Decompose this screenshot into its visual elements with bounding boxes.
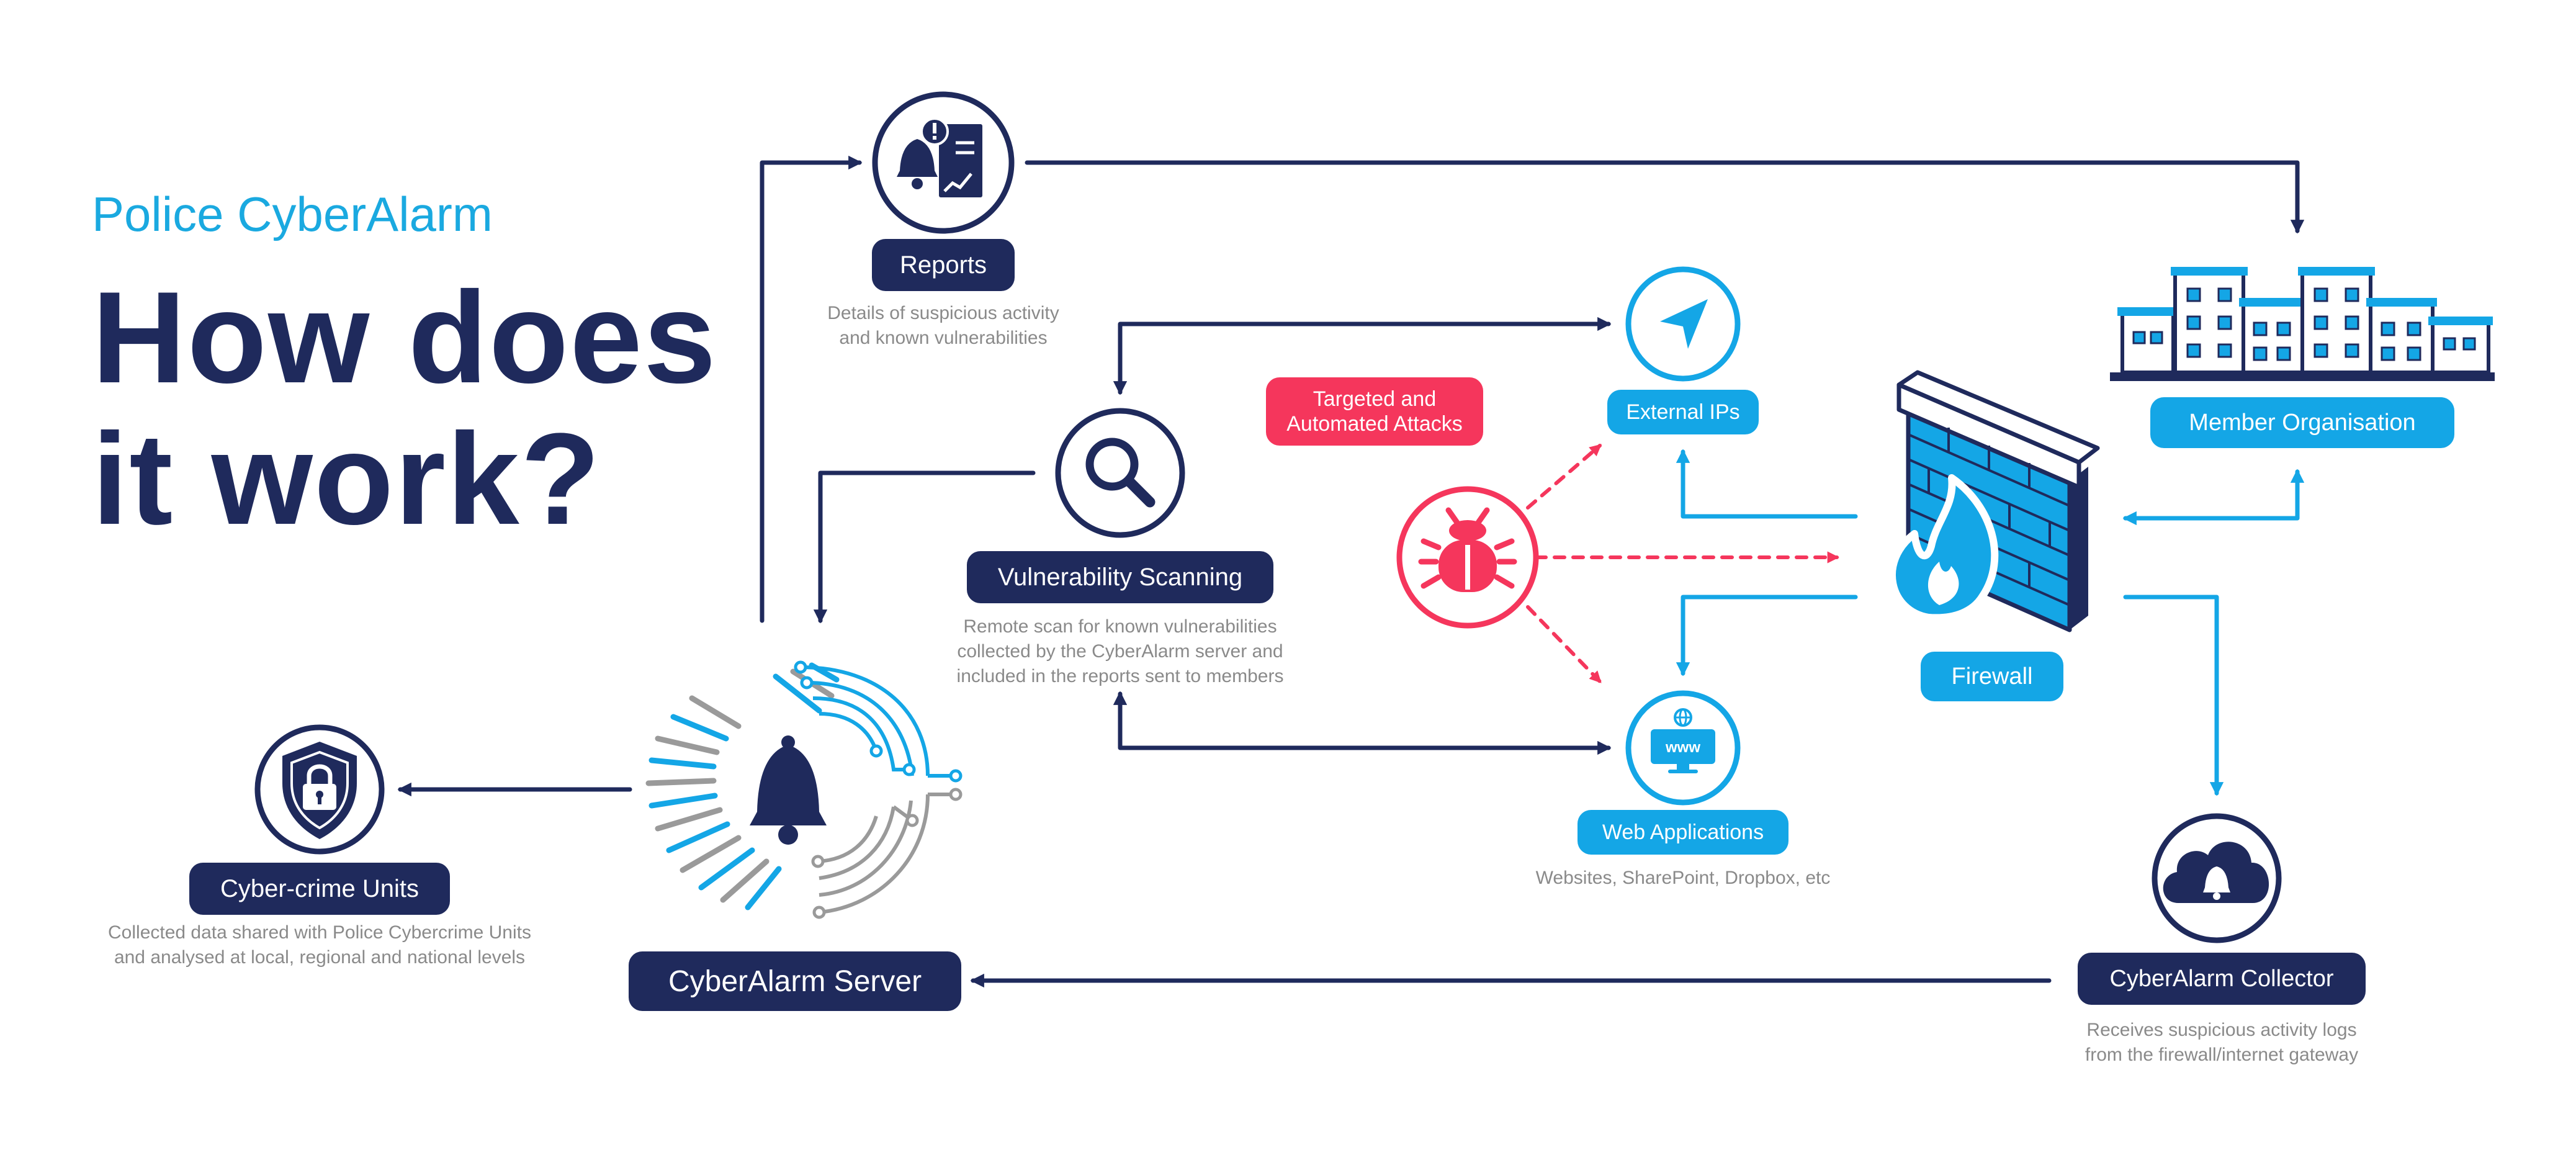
cyberalarm-collector-label: CyberAlarm Collector (2078, 953, 2366, 1005)
web-applications-description: Websites, SharePoint, Dropbox, etc (1535, 868, 1831, 888)
member-organisation-label: Member Organisation (2150, 397, 2454, 448)
arrow-firewall-web-apps (1676, 595, 1858, 676)
bell-circuit-icon (645, 660, 963, 919)
reports-label: Reports (872, 239, 1015, 291)
arrow-scanning-external-ips (1113, 317, 1612, 395)
cybercrime-units-description: Collected data shared with Police Cyberc… (81, 920, 559, 970)
page-title: How does it work? (92, 267, 774, 550)
arrow-scanning-to-server (813, 470, 1036, 624)
reports-description: Details of suspicious activity and known… (788, 301, 1098, 351)
bug-icon (1396, 486, 1539, 629)
report-alert-icon (872, 91, 1015, 234)
external-ips-label: External IPs (1607, 390, 1759, 434)
firewall-label: Firewall (1921, 652, 2063, 701)
firewall-brick-flame-icon (1888, 370, 2100, 632)
arrow-attack-web-apps (1526, 605, 1602, 683)
vulnerability-scanning-description-line-2: collected by the CyberAlarm server and (957, 641, 1283, 662)
www-monitor-icon: www (1625, 690, 1741, 806)
arrow-firewall-to-collector (2123, 595, 2224, 796)
page-title-line-2: it work? (92, 406, 602, 552)
arrow-reports-to-member (1025, 160, 2305, 234)
location-arrow-icon (1625, 266, 1741, 382)
cyberalarm-collector-description: Receives suspicious activity logs from t… (2035, 1018, 2408, 1067)
attacks-label-line-2: Automated Attacks (1286, 412, 1463, 436)
cybercrime-units-description-line-2: and analysed at local, regional and nati… (114, 947, 526, 968)
web-applications-label: Web Applications (1577, 810, 1788, 855)
subtitle: Police CyberAlarm (92, 187, 493, 241)
cloud-bell-icon (2152, 813, 2282, 943)
arrow-external-ips-firewall (1676, 449, 1858, 519)
shield-lock-icon (254, 724, 385, 855)
arrow-firewall-member (2122, 469, 2305, 526)
reports-description-line-2: and known vulnerabilities (839, 328, 1048, 348)
vulnerability-scanning-label: Vulnerability Scanning (967, 551, 1273, 603)
cyberalarm-server-label: CyberAlarm Server (629, 951, 961, 1011)
arrow-attack-external-ips (1526, 444, 1602, 510)
cybercrime-units-label: Cyber-crime Units (189, 863, 450, 915)
cyberalarm-collector-description-line-1: Receives suspicious activity logs (2086, 1020, 2357, 1040)
buildings-icon (2110, 267, 2495, 381)
svg-text:www: www (1665, 739, 1700, 756)
vulnerability-scanning-description-line-1: Remote scan for known vulnerabilities (963, 616, 1277, 637)
cybercrime-units-description-line-1: Collected data shared with Police Cyberc… (108, 922, 531, 943)
vulnerability-scanning-description-line-3: included in the reports sent to members (956, 666, 1284, 686)
vulnerability-scanning-description: Remote scan for known vulnerabilities co… (934, 614, 1306, 689)
reports-description-line-1: Details of suspicious activity (827, 303, 1059, 323)
cyberalarm-collector-description-line-2: from the firewall/internet gateway (2085, 1045, 2359, 1065)
arrow-server-to-reports (760, 155, 863, 623)
page-title-line-1: How does (92, 264, 717, 410)
arrow-scanning-web-apps (1113, 691, 1612, 755)
attacks-label: Targeted and Automated Attacks (1266, 377, 1483, 446)
magnifier-icon (1055, 408, 1185, 538)
attacks-label-line-1: Targeted and (1313, 387, 1437, 411)
